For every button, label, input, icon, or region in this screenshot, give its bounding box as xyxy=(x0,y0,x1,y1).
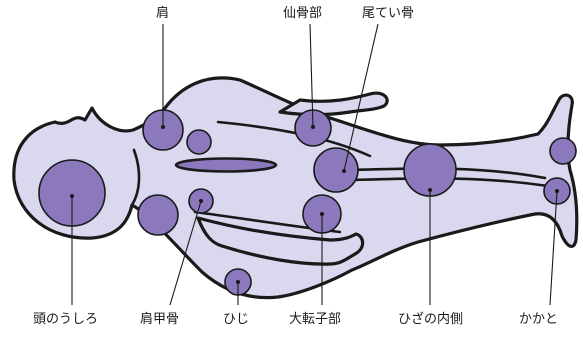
label-coccyx: 尾てい骨 xyxy=(362,6,414,22)
spot-scapula-upper xyxy=(187,130,211,154)
label-back-of-head: 頭のうしろ xyxy=(33,312,98,328)
label-shoulder: 肩 xyxy=(156,6,169,22)
label-inner-knee: ひざの内側 xyxy=(398,312,463,328)
spot-coccyx xyxy=(314,148,358,192)
label-heel: かかと xyxy=(519,312,558,328)
label-greater-trochanter: 大転子部 xyxy=(289,312,341,328)
label-elbow: ひじ xyxy=(223,312,249,328)
upper-hand xyxy=(280,93,387,115)
spot-shoulder-lower xyxy=(138,195,178,235)
label-sacrum: 仙骨部 xyxy=(283,6,322,22)
label-scapula: 肩甲骨 xyxy=(140,312,179,328)
spine-outline xyxy=(176,159,276,172)
spot-heel-upper xyxy=(550,138,576,164)
